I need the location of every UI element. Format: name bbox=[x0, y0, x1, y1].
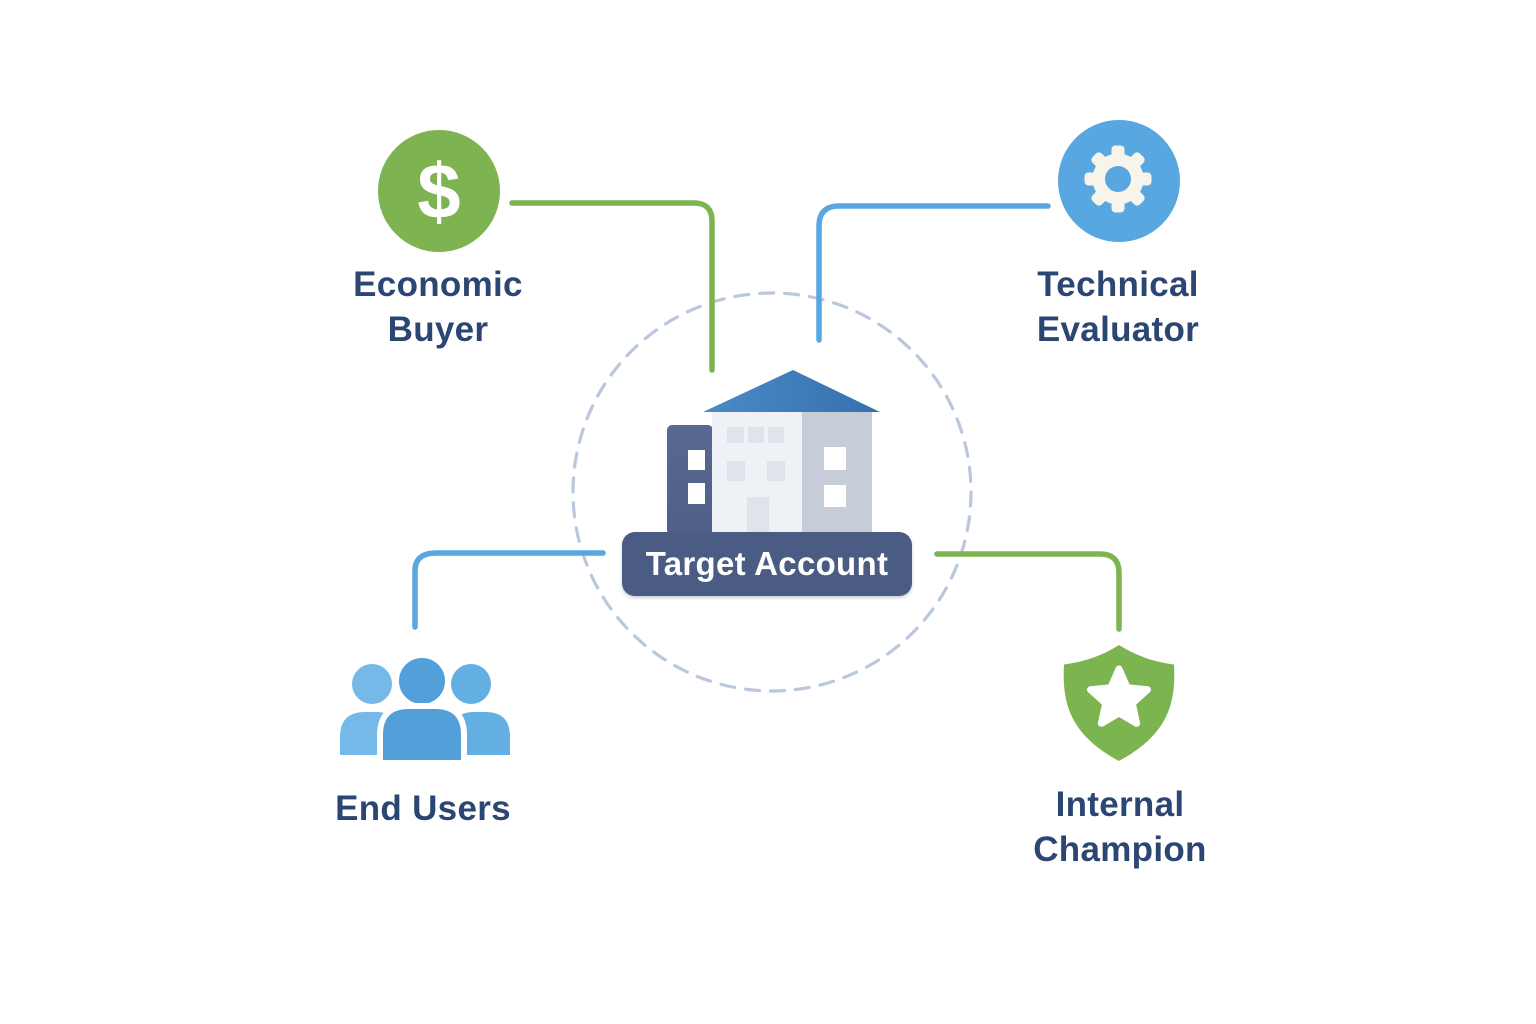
stakeholder-label-end-users: End Users bbox=[263, 786, 583, 831]
target-account-label: Target Account bbox=[622, 532, 912, 596]
users-icon bbox=[340, 652, 510, 766]
side-window bbox=[824, 447, 846, 470]
gear-hub bbox=[1105, 166, 1131, 192]
gear-icon bbox=[1058, 120, 1180, 242]
tower-window bbox=[688, 450, 705, 470]
front-window bbox=[727, 427, 744, 443]
shield-star-icon bbox=[1063, 645, 1175, 761]
dollar-glyph: $ bbox=[417, 147, 460, 235]
building-door bbox=[747, 497, 769, 535]
side-window bbox=[824, 485, 846, 507]
label-line: End Users bbox=[335, 789, 511, 828]
front-window bbox=[768, 427, 784, 443]
label-line: Evaluator bbox=[1036, 310, 1200, 349]
connector-economic-buyer bbox=[509, 200, 715, 373]
front-window bbox=[727, 461, 745, 481]
star-glyph bbox=[1087, 665, 1151, 727]
front-window bbox=[767, 461, 785, 481]
dollar-icon: $ bbox=[378, 130, 500, 252]
connector-internal-champion bbox=[934, 551, 1122, 632]
dollar-icon-circle bbox=[378, 130, 500, 252]
user-head-right bbox=[451, 664, 491, 704]
connector-end-users bbox=[412, 550, 606, 630]
building-side-wall bbox=[802, 411, 872, 535]
building-icon bbox=[667, 370, 880, 535]
user-head-left bbox=[352, 664, 392, 704]
label-line: Champion bbox=[1033, 830, 1207, 869]
label-line: Economic bbox=[353, 265, 523, 304]
stakeholder-label-economic-buyer: Economic Buyer bbox=[278, 262, 598, 352]
label-line: Technical bbox=[1037, 265, 1199, 304]
label-line: Internal bbox=[1055, 785, 1185, 824]
dashed-focus-circle bbox=[571, 291, 973, 693]
connector-technical-evaluator bbox=[816, 203, 1051, 343]
building-left-tower bbox=[667, 425, 713, 535]
user-head-center bbox=[393, 652, 451, 710]
front-window bbox=[748, 427, 764, 443]
label-line: Buyer bbox=[387, 310, 489, 349]
user-body-center bbox=[377, 703, 467, 766]
stakeholder-label-technical-evaluator: Technical Evaluator bbox=[958, 262, 1278, 352]
building-roof bbox=[703, 370, 880, 412]
stakeholder-label-internal-champion: Internal Champion bbox=[960, 782, 1280, 872]
tower-window bbox=[688, 483, 705, 504]
